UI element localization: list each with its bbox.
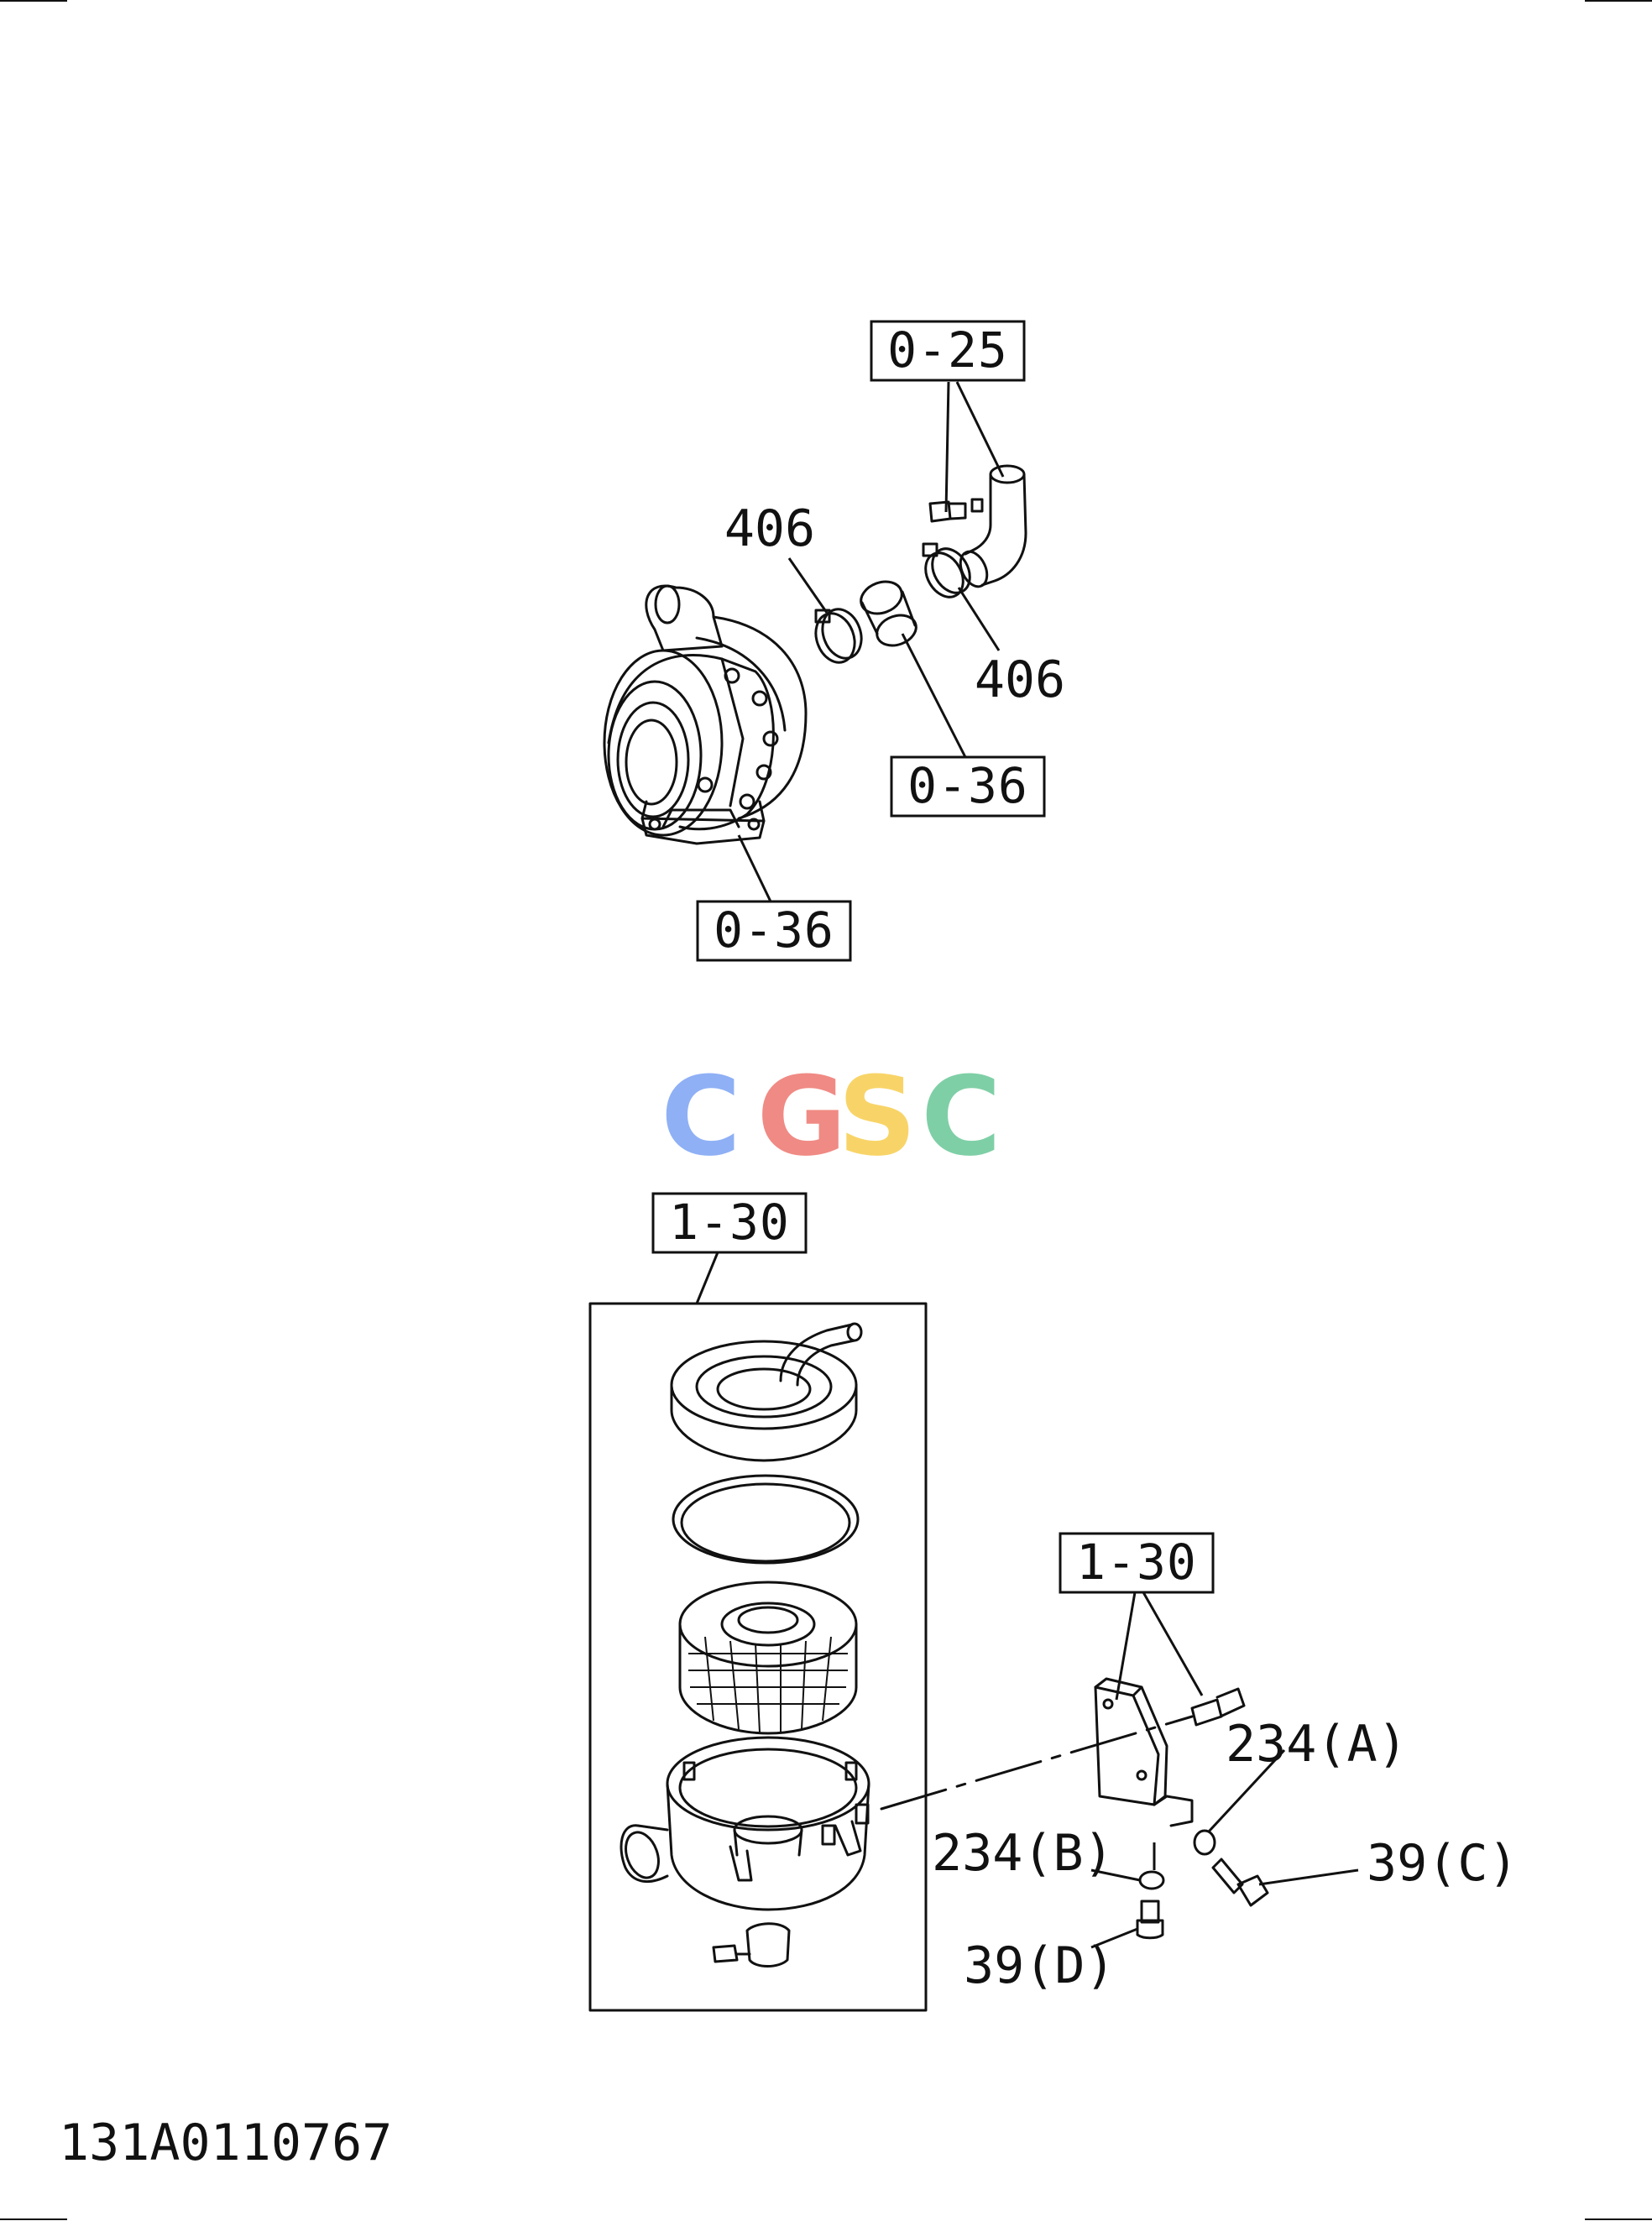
air-cleaner-housing-drawing — [620, 1736, 870, 1911]
hose-clamp-right-drawing — [922, 542, 971, 598]
watermark-letter-2: G — [757, 1053, 847, 1180]
bolt-c-drawing — [1211, 1858, 1269, 1907]
turbocharger-drawing — [603, 584, 808, 845]
washer-234a-label: 234(A) — [1226, 1715, 1408, 1774]
rubber-hose-drawing — [860, 580, 917, 647]
hose-clamp-left-drawing — [814, 608, 863, 664]
ref-label-1-30-air-cleaner: 1-30 — [669, 1194, 790, 1251]
ref-box-0-36-turbo: 0-36 — [696, 900, 852, 962]
watermark-letter-4: C — [921, 1053, 1001, 1180]
lower-assembly: 1-30 — [588, 1192, 1519, 2012]
ref-label-0-36-hose: 0-36 — [907, 757, 1028, 814]
washer-234b-label: 234(B) — [932, 1824, 1114, 1883]
air-cleaner-cover-drawing — [670, 1322, 863, 1462]
washer-a-drawing — [1193, 1829, 1216, 1856]
upper-leader-lines — [737, 381, 1005, 902]
washer-b-drawing — [1138, 1870, 1165, 1890]
ref-label-0-25: 0-25 — [887, 321, 1008, 379]
clamp-406-left-label: 406 — [724, 499, 815, 558]
watermark-letter-1: C — [661, 1053, 740, 1180]
document-id: 131A0110767 — [59, 2114, 392, 2172]
ref-label-0-36-turbo: 0-36 — [714, 901, 834, 959]
bolt-39c-label: 39(C) — [1367, 1834, 1519, 1893]
small-clamp-drawing — [712, 1922, 791, 1968]
ref-box-1-30-air-cleaner: 1-30 — [651, 1192, 808, 1254]
air-cleaner-kit-frame — [588, 1302, 928, 2012]
ref-box-0-25: 0-25 — [870, 320, 1026, 382]
elbow-pipe-drawing — [928, 464, 1027, 588]
ref-label-1-30-bracket: 1-30 — [1076, 1534, 1197, 1591]
watermark-logo: C G S C — [661, 1053, 1001, 1180]
bracket-bolt-drawing — [1190, 1687, 1246, 1727]
bolt-d-drawing — [1136, 1900, 1164, 1940]
alignment-line — [880, 1715, 1194, 1811]
ref-box-0-36-hose: 0-36 — [890, 755, 1046, 818]
ref-box-1-30-bracket: 1-30 — [1059, 1532, 1215, 1594]
filter-element-drawing — [678, 1581, 858, 1735]
watermark-letter-3: S — [838, 1053, 917, 1180]
lower-leader-lines — [1090, 1591, 1359, 1949]
upper-assembly: 0-25 0-36 0-36 406 406 — [603, 320, 1065, 962]
gasket-ring-drawing — [672, 1474, 860, 1565]
bolt-39d-label: 39(D) — [964, 1936, 1116, 1995]
clamp-406-right-label: 406 — [975, 651, 1065, 709]
mounting-bracket-drawing — [1094, 1677, 1194, 1827]
